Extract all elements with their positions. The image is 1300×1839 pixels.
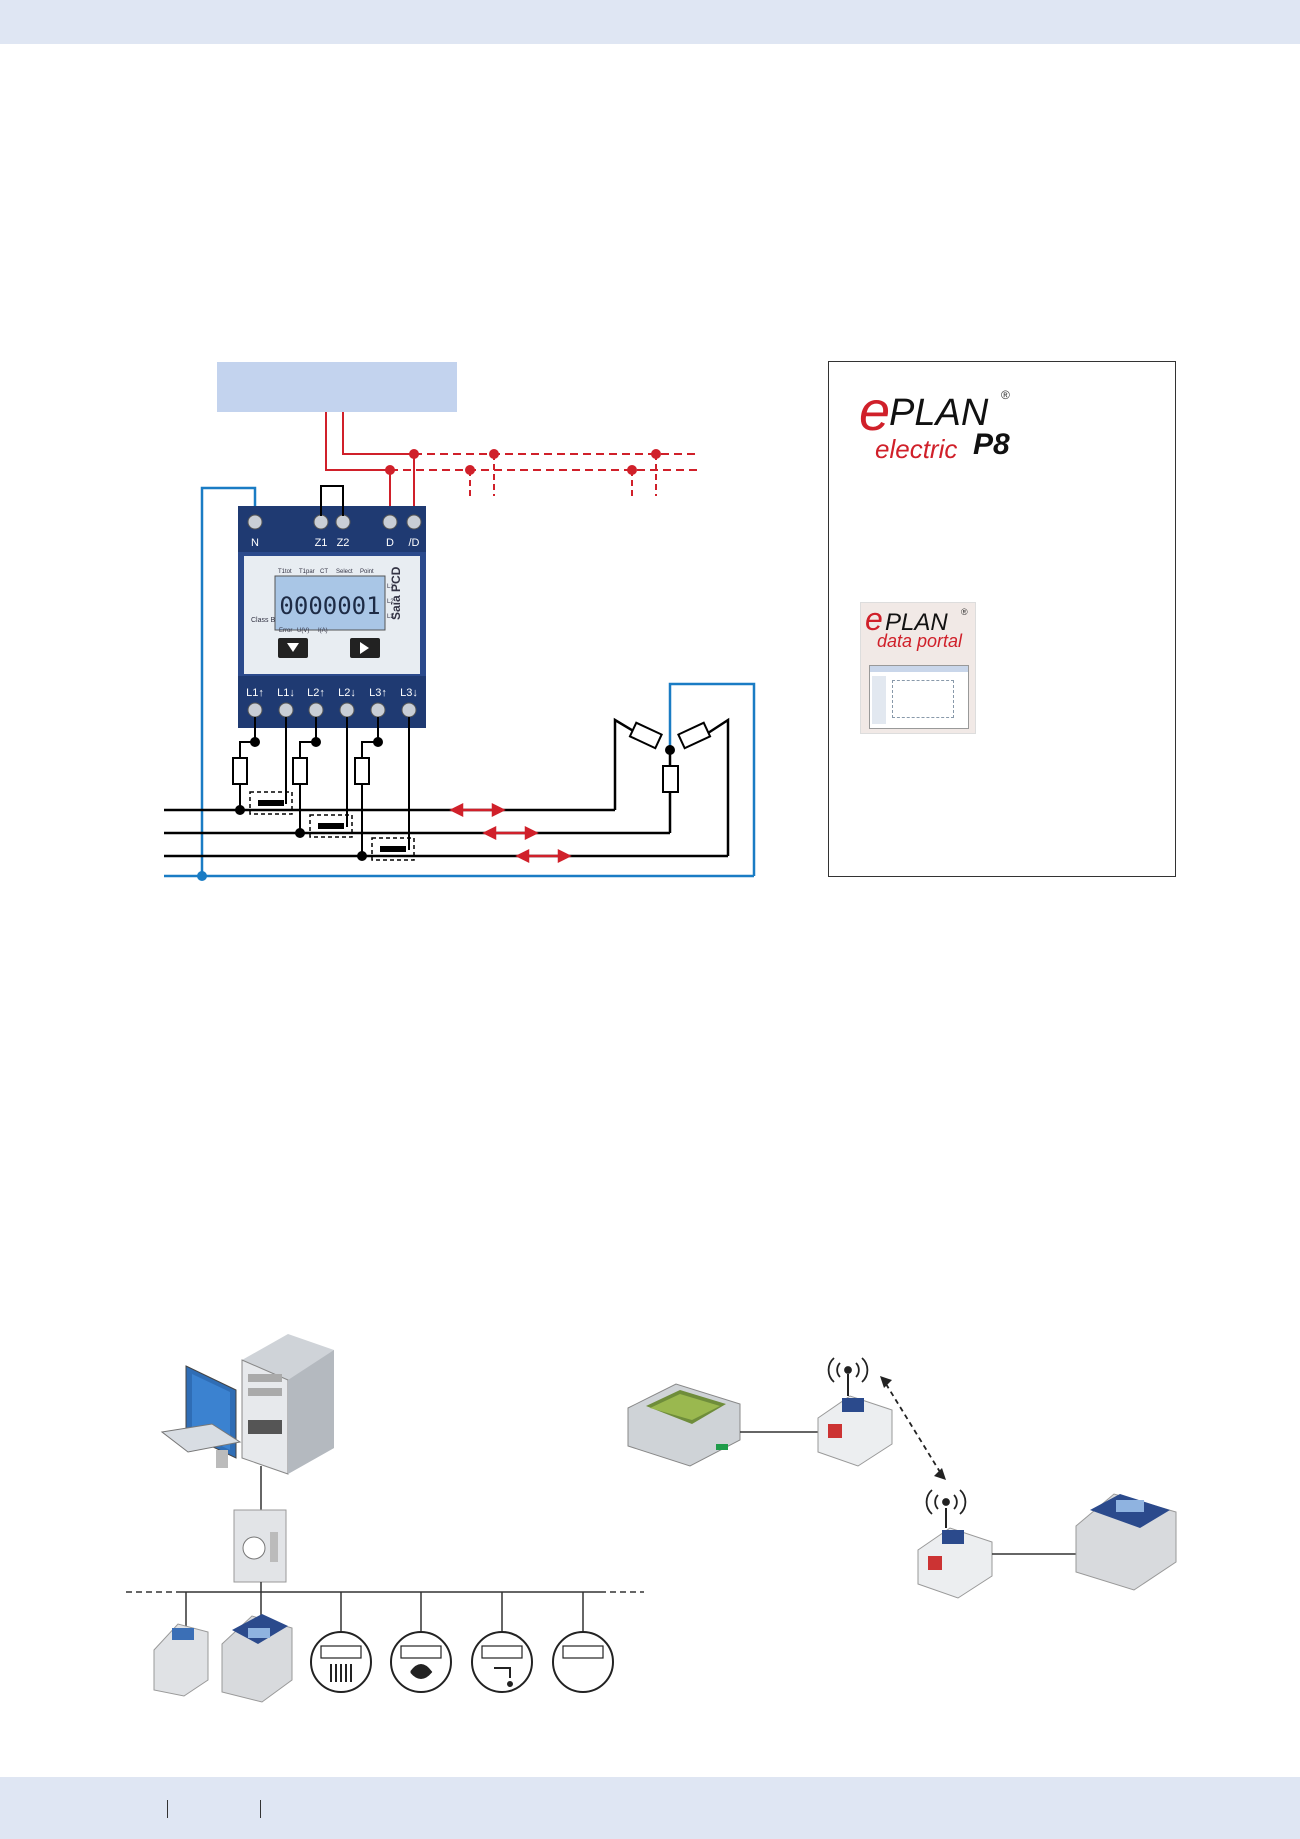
bus-master-box <box>217 362 457 412</box>
display-footer: Error <box>279 628 292 634</box>
logo-electric: electric <box>875 434 958 464</box>
phase-label: L3 <box>387 614 394 620</box>
display-header: T1par <box>299 569 315 575</box>
display-headers: T1tot T1par CT Select Point <box>278 569 374 575</box>
display-header: Select <box>336 569 353 575</box>
phase-label: L2 <box>387 599 394 605</box>
current-arrows <box>449 802 572 864</box>
footer-separator <box>260 1800 261 1818</box>
eplan-data-portal-logo: e PLAN ® data portal <box>860 601 976 734</box>
bus-lines <box>325 412 700 514</box>
gas-meter-icon <box>390 1631 452 1693</box>
portal-screenshot <box>869 665 969 729</box>
meter-dials <box>310 1631 614 1693</box>
terminal-label: L2↓ <box>338 687 356 699</box>
terminal-label: D <box>386 537 394 549</box>
portal-data: data portal <box>877 631 963 651</box>
heat-meter-icon <box>310 1631 372 1693</box>
display-header: T1tot <box>278 569 292 575</box>
portal-e: e <box>865 601 883 637</box>
eplan-panel: e PLAN ® electric P8 e PLAN ® data porta… <box>828 361 1176 877</box>
logo-plan: PLAN <box>889 392 989 434</box>
terminal-label: L1↓ <box>277 687 295 699</box>
logo-registered: ® <box>1001 388 1010 402</box>
portal-plan: PLAN <box>885 609 948 636</box>
meter-class: Class B <box>251 617 275 624</box>
terminal-label: L3↑ <box>369 687 387 699</box>
terminal-label: L3↓ <box>400 687 418 699</box>
terminal-label: L2↑ <box>307 687 325 699</box>
logo-e: e <box>859 379 891 442</box>
antenna-icon <box>925 1489 967 1515</box>
meter-display-value: 0000001 <box>279 592 380 620</box>
generic-meter-icon <box>552 1631 614 1693</box>
terminal-label: /D <box>409 537 420 549</box>
logo-p8: P8 <box>973 428 1010 461</box>
display-footer: I(A) <box>318 628 328 634</box>
portal-registered: ® <box>961 607 968 617</box>
meter-brand: Saia PCD <box>389 566 403 620</box>
terminal-label: Z2 <box>337 537 350 549</box>
bus-junctions <box>385 449 661 475</box>
top-band <box>0 0 1300 44</box>
display-footer: U(V) <box>297 628 309 634</box>
footer-separator <box>167 1800 168 1818</box>
energy-meter-icon <box>1075 1493 1177 1591</box>
water-meter-icon <box>471 1631 533 1693</box>
gateway-module-icon <box>233 1509 287 1583</box>
hmi-panel-icon <box>627 1383 741 1467</box>
radio-module-icon <box>817 1374 893 1467</box>
phase-label: L1 <box>387 584 394 590</box>
terminal-label: N <box>251 537 259 549</box>
server-tower-icon <box>241 1334 334 1475</box>
terminal-label: L1↑ <box>246 687 264 699</box>
eplan-electric-logo: e PLAN ® electric P8 <box>859 379 1029 464</box>
antenna-icon <box>827 1357 869 1383</box>
energy-meter-icon <box>153 1614 293 1703</box>
radio-module-icon <box>917 1508 993 1599</box>
display-header: CT <box>320 569 328 575</box>
energy-meter-device: 0000001 Saia PCD Class B T1tot T1par CT … <box>238 506 426 728</box>
computer-icon <box>160 1365 242 1468</box>
display-header: Point <box>360 569 374 575</box>
load-resistors <box>628 721 712 793</box>
terminal-label: Z1 <box>315 537 328 549</box>
neutral-line <box>164 486 756 878</box>
bottom-band <box>0 1777 1300 1839</box>
